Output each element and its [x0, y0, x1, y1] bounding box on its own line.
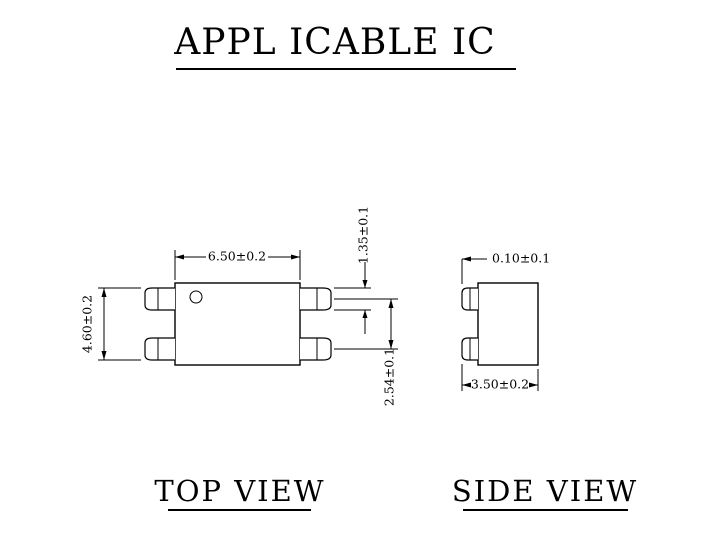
dim-pin-width-value: 1.35±0.1 [356, 206, 371, 264]
dim-standoff: 0.10±0.1 [461, 251, 550, 284]
title-block: APPL ICABLE IC [173, 22, 516, 70]
arrowhead-top [101, 288, 107, 297]
dim-pin-width: 1.35±0.1 [334, 206, 371, 334]
dim-pin-pitch: 2.54±0.1 [334, 298, 398, 406]
dim-overall-height-value: 4.60±0.2 [80, 295, 95, 353]
arrowhead-up [362, 310, 368, 318]
side-view: 0.10±0.1 3.50±0.2 SIDE VIEW [452, 251, 638, 511]
top-view-caption: TOP VIEW [154, 474, 325, 511]
pin-top-right [300, 287, 332, 311]
side-view-caption: SIDE VIEW [452, 474, 638, 511]
dim-body-depth: 3.50±0.2 [461, 364, 539, 392]
top-view: 6.50±0.2 4.60±0.2 1.35±0.1 [80, 206, 398, 511]
pin-bottom-left [144, 337, 175, 361]
dim-body-depth-value: 3.50±0.2 [471, 377, 529, 392]
dim-body-width: 6.50±0.2 [174, 249, 301, 280]
pin-bottom-right [300, 337, 332, 361]
pin1-indicator [189, 290, 203, 304]
side-view-label: SIDE VIEW [452, 474, 638, 508]
side-view-package [461, 282, 539, 366]
dimension-text-mask [471, 378, 529, 392]
arrowhead-right [291, 254, 300, 260]
top-view-package [144, 282, 332, 366]
pin-top-left [144, 287, 175, 311]
dim-standoff-value: 0.10±0.1 [492, 251, 550, 266]
dim-body-width-value: 6.50±0.2 [208, 249, 266, 264]
arrowhead-right [529, 382, 538, 388]
side-package-body [477, 282, 539, 366]
arrowhead-left [175, 254, 184, 260]
arrowhead-left [462, 382, 471, 388]
arrowhead-top [388, 299, 394, 308]
arrowhead-left [462, 256, 471, 262]
package-body [174, 282, 301, 366]
top-view-label: TOP VIEW [154, 474, 325, 508]
drawing-title: APPL ICABLE IC [173, 22, 495, 63]
arrowhead-bottom [101, 351, 107, 360]
dim-overall-height: 4.60±0.2 [80, 287, 141, 361]
arrowhead-down [362, 280, 368, 288]
dimension-text-mask [206, 250, 268, 264]
dim-pin-pitch-value: 2.54±0.1 [382, 348, 397, 406]
arrowhead-bottom [388, 340, 394, 349]
